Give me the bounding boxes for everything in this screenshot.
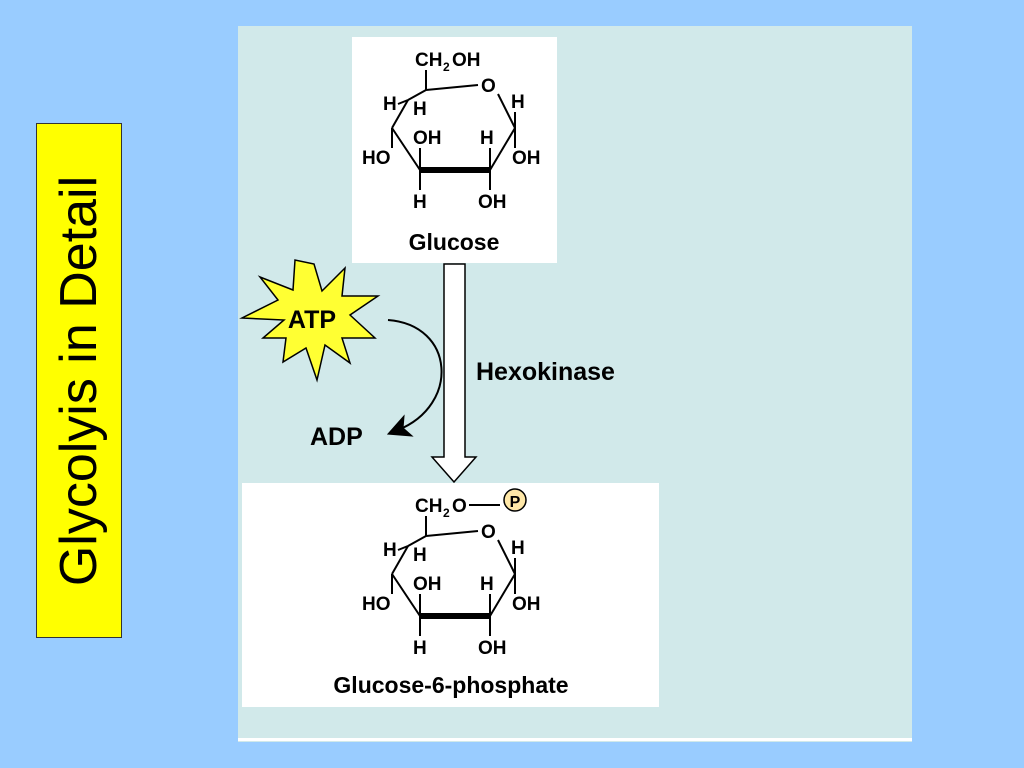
phosphate-circle (503, 488, 527, 512)
reaction-arrow (430, 263, 478, 484)
adp-label: ADP (310, 423, 363, 451)
glucose-h-c3: H (413, 192, 427, 213)
g6p-h-c1: H (511, 538, 525, 559)
g6p-h-c5b: H (413, 545, 427, 566)
g6p-ho-c4: HO (362, 594, 391, 615)
atp-to-adp-arrow (386, 319, 443, 437)
glucose-h-c1: H (511, 92, 525, 113)
glucose-ho-c4: HO (362, 148, 391, 169)
glucose-structure: CH 2 OH O H H H HO OH H OH H OH (362, 50, 541, 213)
glucose-h-c2up: H (480, 128, 494, 149)
g6p-sub2: 2 (443, 506, 450, 520)
panel-divider (238, 738, 912, 741)
g6p-oh-c3up: OH (413, 574, 442, 595)
glucose-ring-o: O (481, 76, 496, 97)
g6p-structure: CH 2 O P O H H H HO OH H OH H OH (362, 488, 541, 659)
title-box: Glycolyis in Detail (36, 123, 122, 638)
glucose-sub2: 2 (443, 60, 450, 74)
glucose-box (352, 37, 557, 263)
glucose-oh-c2: OH (478, 192, 507, 213)
g6p-h-c2up: H (480, 574, 494, 595)
glucose-label: Glucose (409, 229, 500, 255)
g6p-phosphate: P (510, 494, 521, 511)
glucose-oh-top: OH (452, 50, 481, 71)
g6p-box (242, 483, 659, 707)
g6p-h-c3: H (413, 638, 427, 659)
g6p-oh-c2: OH (478, 638, 507, 659)
glucose-h-c5b: H (413, 99, 427, 120)
g6p-label: Glucose-6-phosphate (333, 672, 568, 698)
g6p-h-c5a: H (383, 540, 397, 561)
enzyme-label: Hexokinase (476, 358, 615, 386)
g6p-ring-o: O (481, 522, 496, 543)
g6p-oh-c1: OH (512, 594, 541, 615)
g6p-ch2: CH (415, 496, 442, 517)
glucose-oh-c1: OH (512, 148, 541, 169)
atp-label: ATP (288, 306, 336, 334)
glucose-oh-c3up: OH (413, 128, 442, 149)
atp-starburst (239, 259, 381, 383)
glucose-h-c5a: H (383, 94, 397, 115)
g6p-o-dash: O (452, 496, 467, 517)
glucose-ch2: CH (415, 50, 442, 71)
